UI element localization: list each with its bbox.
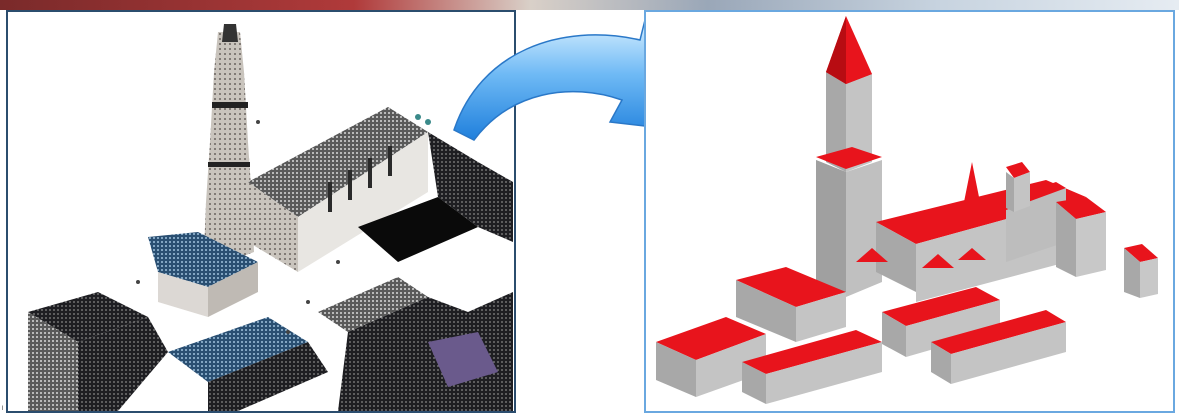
point-cloud-image bbox=[8, 12, 514, 411]
model-nave bbox=[876, 180, 1086, 302]
block-model-panel bbox=[644, 10, 1175, 413]
corner-mark: ˡ bbox=[2, 404, 3, 414]
model-right-block bbox=[1056, 197, 1158, 298]
pc-tower bbox=[204, 24, 254, 262]
block-model-image bbox=[646, 12, 1173, 411]
top-banner-strip bbox=[0, 0, 1179, 10]
pc-street-buildings bbox=[28, 277, 513, 411]
